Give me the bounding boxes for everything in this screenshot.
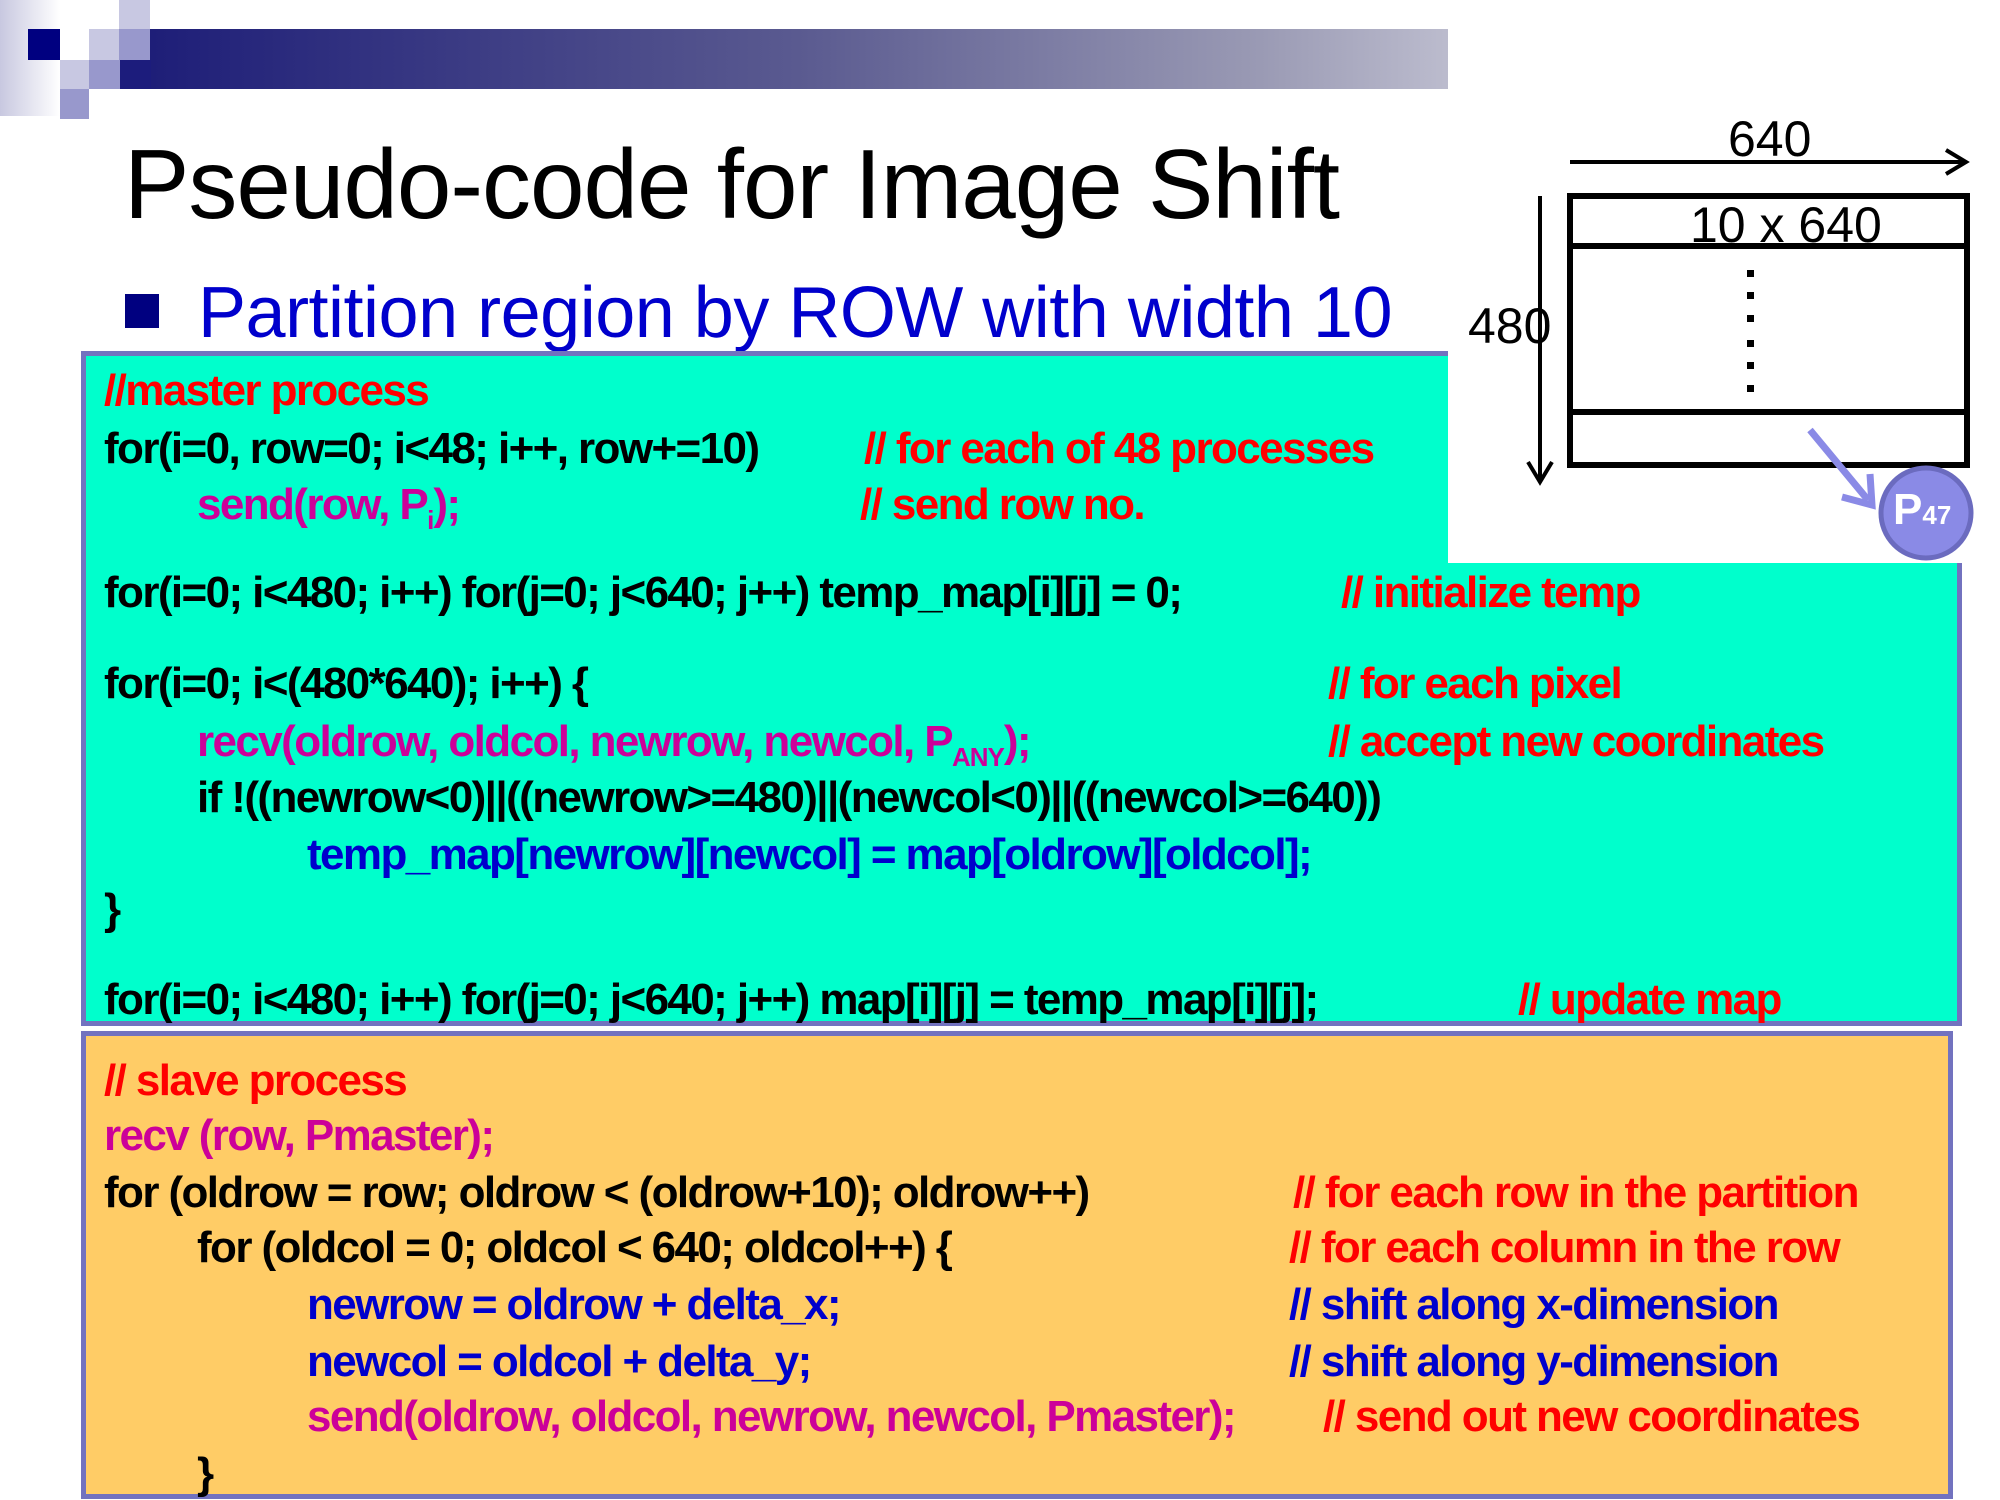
dot bbox=[1747, 270, 1754, 277]
master-line-1: for(i=0, row=0; i<48; i++, row+=10) bbox=[104, 424, 760, 473]
slave-comment-6: // send out new coordinates bbox=[1323, 1392, 1861, 1441]
master-comment-3: // initialize temp bbox=[1341, 568, 1641, 617]
logo-square bbox=[60, 89, 89, 119]
recv-end: ); bbox=[1003, 717, 1032, 766]
master-comment-9: // update map bbox=[1518, 975, 1782, 1024]
strip-label: 10 x 640 bbox=[1690, 197, 1882, 253]
dot bbox=[1747, 385, 1754, 392]
master-comment-2: // send row no. bbox=[860, 480, 1146, 529]
slave-line-4: newrow = oldrow + delta_x; bbox=[307, 1280, 842, 1329]
slave-line-1: recv (row, Pmaster); bbox=[104, 1111, 495, 1160]
master-line-6: if !((newrow<0)||((newrow>=480)||(newcol… bbox=[197, 773, 1382, 822]
process-letter: P bbox=[1893, 485, 1923, 534]
logo-square bbox=[60, 60, 89, 89]
slave-comment-5: // shift along y-dimension bbox=[1289, 1337, 1779, 1386]
width-arrow-head bbox=[1944, 148, 1970, 176]
slave-line-2: for (oldrow = row; oldrow < (oldrow+10);… bbox=[104, 1168, 1090, 1217]
recv-subscript: ANY bbox=[951, 742, 1005, 772]
slave-line-7: } bbox=[197, 1449, 214, 1498]
logo-square bbox=[89, 29, 120, 60]
slave-comment-2: // for each row in the partition bbox=[1293, 1168, 1859, 1217]
slave-line-6: send(oldrow, oldcol, newrow, newcol, Pma… bbox=[307, 1392, 1237, 1441]
master-line-8: } bbox=[104, 885, 121, 934]
master-line-3: for(i=0; i<480; i++) for(j=0; j<640; j++… bbox=[104, 568, 1183, 617]
dot bbox=[1747, 362, 1754, 369]
dot bbox=[1747, 315, 1754, 322]
master-comment-4: // for each pixel bbox=[1328, 659, 1623, 708]
slave-line-5: newcol = oldcol + delta_y; bbox=[307, 1337, 812, 1386]
slave-header: // slave process bbox=[104, 1056, 408, 1105]
logo-square bbox=[119, 0, 150, 29]
master-header: //master process bbox=[104, 366, 430, 415]
dot bbox=[1747, 292, 1754, 299]
assignment-arrow-line bbox=[1807, 427, 1871, 503]
send-subscript: i bbox=[427, 505, 434, 535]
width-label: 640 bbox=[1728, 111, 1812, 167]
logo-square bbox=[119, 29, 150, 60]
logo-square bbox=[120, 60, 151, 89]
master-line-2: send(row, Pi); bbox=[197, 480, 461, 535]
image-rect bbox=[1567, 193, 1970, 468]
ellipsis-dots bbox=[1747, 270, 1754, 392]
master-comment-1: // for each of 48 processes bbox=[864, 424, 1375, 473]
master-line-7: temp_map[newrow][newcol] = map[oldrow][o… bbox=[307, 830, 1313, 879]
send-end: ); bbox=[433, 480, 461, 529]
slave-line-3: for (oldcol = 0; oldcol < 640; oldcol++)… bbox=[197, 1223, 953, 1272]
process-label: P47 bbox=[1893, 485, 1951, 535]
slave-process-box bbox=[81, 1031, 1953, 1499]
height-arrow-head bbox=[1526, 460, 1554, 486]
slide-title: Pseudo-code for Image Shift bbox=[124, 129, 1340, 239]
process-circle bbox=[1878, 465, 1974, 561]
master-line-9: for(i=0; i<480; i++) for(j=0; j<640; j++… bbox=[104, 975, 1319, 1024]
height-label: 480 bbox=[1468, 298, 1552, 354]
master-line-4: for(i=0; i<(480*640); i++) { bbox=[104, 659, 589, 708]
master-line-5: recv(oldrow, oldcol, newrow, newcol, PAN… bbox=[197, 717, 1032, 772]
recv-call: recv(oldrow, oldcol, newrow, newcol, P bbox=[197, 717, 954, 766]
bullet-square-icon bbox=[125, 294, 159, 328]
slave-comment-3: // for each column in the row bbox=[1289, 1223, 1841, 1272]
send-call: send(row, P bbox=[197, 480, 429, 529]
process-subscript: 47 bbox=[1922, 500, 1952, 530]
slave-comment-4: // shift along x-dimension bbox=[1289, 1280, 1779, 1329]
bullet-text: Partition region by ROW with width 10 bbox=[198, 273, 1393, 353]
logo-square bbox=[89, 60, 120, 89]
logo-square bbox=[28, 29, 60, 60]
assignment-arrow-head bbox=[1841, 473, 1876, 510]
master-comment-5: // accept new coordinates bbox=[1328, 717, 1825, 766]
dot bbox=[1747, 340, 1754, 347]
